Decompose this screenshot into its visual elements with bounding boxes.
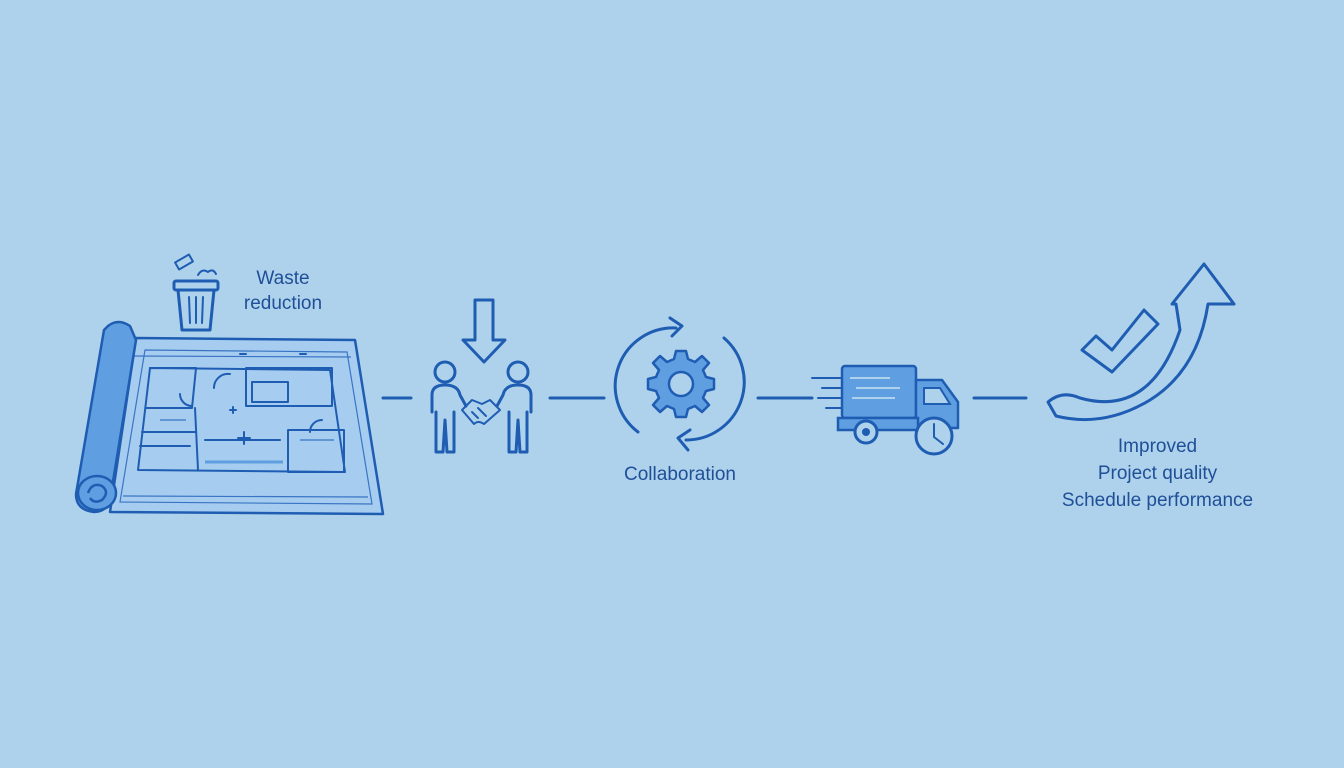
handshake-people-icon bbox=[430, 298, 533, 454]
outcome-label-line1: Improved bbox=[1117, 436, 1198, 457]
blueprint-roll-icon bbox=[74, 320, 385, 516]
checkmark-arrow-icon bbox=[1046, 262, 1236, 422]
collaboration-label: Collaboration bbox=[624, 464, 736, 485]
trash-bin-icon bbox=[172, 253, 220, 332]
waste-label-line1: Waste bbox=[256, 268, 310, 289]
delivery-truck-clock-icon bbox=[811, 364, 960, 456]
gear-cycle-icon bbox=[613, 316, 746, 452]
waste-reduction-label: Waste reduction bbox=[228, 266, 338, 316]
outcome-label: Improved Project quality Schedule perfor… bbox=[1030, 434, 1285, 515]
outcome-label-line2: Project quality bbox=[1097, 463, 1218, 484]
waste-label-line2: reduction bbox=[243, 293, 323, 314]
outcome-label-line3: Schedule performance bbox=[1061, 490, 1254, 511]
